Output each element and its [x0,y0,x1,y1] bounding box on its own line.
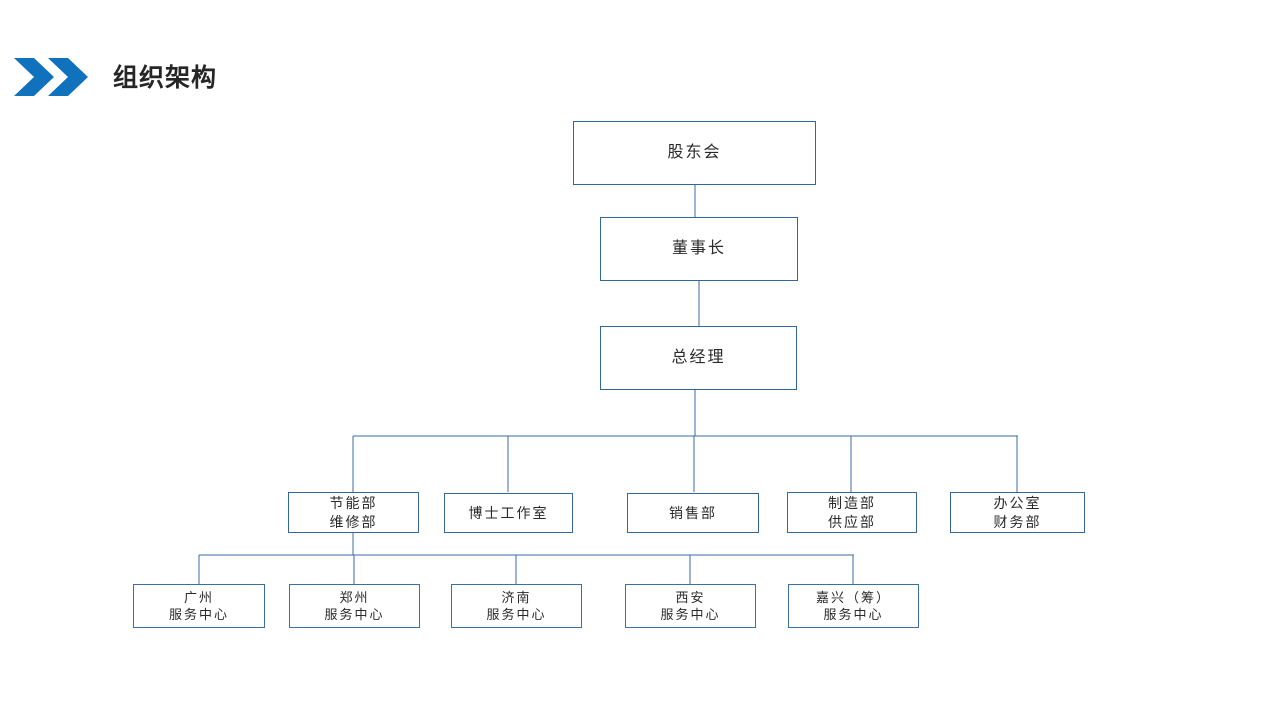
org-node-sales-line1: 销售部 [669,504,717,521]
org-node-xian-center-line2: 服务中心 [660,607,721,622]
org-node-energy-maintenance[interactable]: 节能部 维修部 [288,492,419,533]
org-node-shareholders[interactable]: 股东会 [573,121,816,185]
org-node-office-finance-line1: 办公室 [993,495,1042,512]
org-node-general-manager[interactable]: 总经理 [600,326,797,390]
org-node-doctoral-studio-line1: 博士工作室 [468,504,549,521]
org-node-zhengzhou-center-line1: 郑州 [339,589,370,605]
org-node-chairman-line1: 董事长 [671,240,726,258]
org-node-jiaxing-center-line1: 嘉兴（筹） [815,589,891,605]
org-node-jinan-center-line1: 济南 [501,589,532,605]
org-node-guangzhou-center-line2: 服务中心 [168,607,229,622]
org-node-guangzhou-center-line1: 广州 [183,589,214,605]
org-node-xian-center-line1: 西安 [675,589,706,605]
org-node-zhengzhou-center-line2: 服务中心 [324,607,385,622]
org-node-jinan-center-line2: 服务中心 [486,607,547,622]
org-node-zhengzhou-center[interactable]: 郑州 服务中心 [289,584,420,628]
org-node-guangzhou-center[interactable]: 广州 服务中心 [133,584,265,628]
org-node-energy-maintenance-line2: 维修部 [329,513,378,530]
org-node-sales[interactable]: 销售部 [627,493,759,533]
slide-header: 组织架构 [0,0,1280,110]
org-node-manufacturing-supply[interactable]: 制造部 供应部 [787,492,917,533]
org-node-office-finance[interactable]: 办公室 财务部 [950,492,1085,533]
org-node-shareholders-line1: 股东会 [667,144,722,162]
chevron-back-shape [14,58,54,96]
org-node-energy-maintenance-line1: 节能部 [329,495,378,512]
org-node-xian-center[interactable]: 西安 服务中心 [625,584,756,628]
org-node-chairman[interactable]: 董事长 [600,217,798,281]
org-node-jinan-center[interactable]: 济南 服务中心 [451,584,582,628]
org-node-doctoral-studio[interactable]: 博士工作室 [444,493,573,533]
double-chevron-right-icon [14,58,92,96]
org-node-office-finance-line2: 财务部 [993,513,1042,530]
page-title: 组织架构 [113,64,218,92]
org-node-jiaxing-center[interactable]: 嘉兴（筹） 服务中心 [788,584,919,628]
org-node-general-manager-line1: 总经理 [671,349,726,367]
org-node-jiaxing-center-line2: 服务中心 [823,607,884,622]
org-node-manufacturing-supply-line1: 制造部 [828,495,876,512]
org-node-manufacturing-supply-line2: 供应部 [828,513,876,530]
chevron-front-shape [48,58,88,96]
